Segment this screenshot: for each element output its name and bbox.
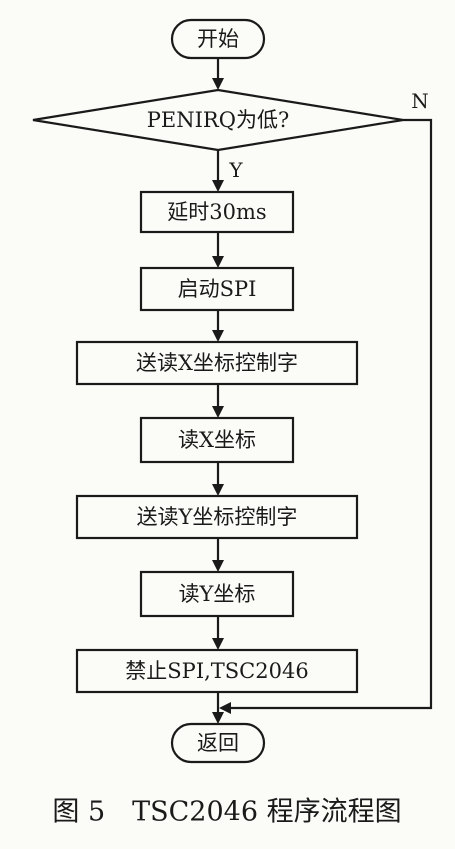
step-send-x-control: 送读X坐标控制字 [75,340,359,386]
yes-branch-label: Y [228,158,243,182]
no-branch-label: N [411,89,429,113]
arrow-no-branch [219,702,231,714]
decision-label: PENIRQ为低? [147,108,289,132]
arrow-step2-step3 [212,330,224,342]
figure-caption: 图 5 TSC2046 程序流程图 [52,797,401,828]
arrow-start-decision [212,78,224,90]
step-disable-spi: 禁止SPI,TSC2046 [75,648,359,694]
step-send-x-control-shape [75,340,359,386]
step-delay-shape [139,190,295,234]
arrow-step7-end [212,712,224,724]
start-terminal: 开始 [170,18,266,60]
step-send-y-control-label: 送读Y坐标控制字 [137,505,298,529]
step-read-y-shape [139,570,295,618]
step-delay-label: 延时30ms [167,200,266,224]
step-send-y-control: 送读Y坐标控制字 [75,494,359,540]
step-read-x-label: 读X坐标 [178,428,256,452]
step-send-x-control-label: 送读X坐标控制字 [136,351,298,375]
step-disable-spi-shape [75,648,359,694]
decision-node: PENIRQ为低? [32,88,404,152]
step-start-spi-label: 启动SPI [178,277,257,301]
end-label: 返回 [197,731,239,755]
start-label: 开始 [197,27,239,51]
step-read-x-shape [139,416,295,464]
arrow-step4-step5 [212,484,224,496]
step-disable-spi-label: 禁止SPI,TSC2046 [125,659,308,683]
step-send-y-control-shape [75,494,359,540]
arrow-step3-step4 [212,406,224,418]
arrow-step1-step2 [212,256,224,268]
arrow-step6-step7 [212,638,224,650]
step-read-x: 读X坐标 [139,416,295,464]
arrow-step5-step6 [212,560,224,572]
step-read-y: 读Y坐标 [139,570,295,618]
step-start-spi-shape [139,266,295,312]
arrow-decision-step1 [212,180,224,192]
step-delay: 延时30ms [139,190,295,234]
step-read-y-label: 读Y坐标 [179,582,256,606]
step-start-spi: 启动SPI [139,266,295,312]
end-terminal: 返回 [170,722,266,764]
end-shape [170,722,266,764]
connector-no-branch [230,118,433,710]
